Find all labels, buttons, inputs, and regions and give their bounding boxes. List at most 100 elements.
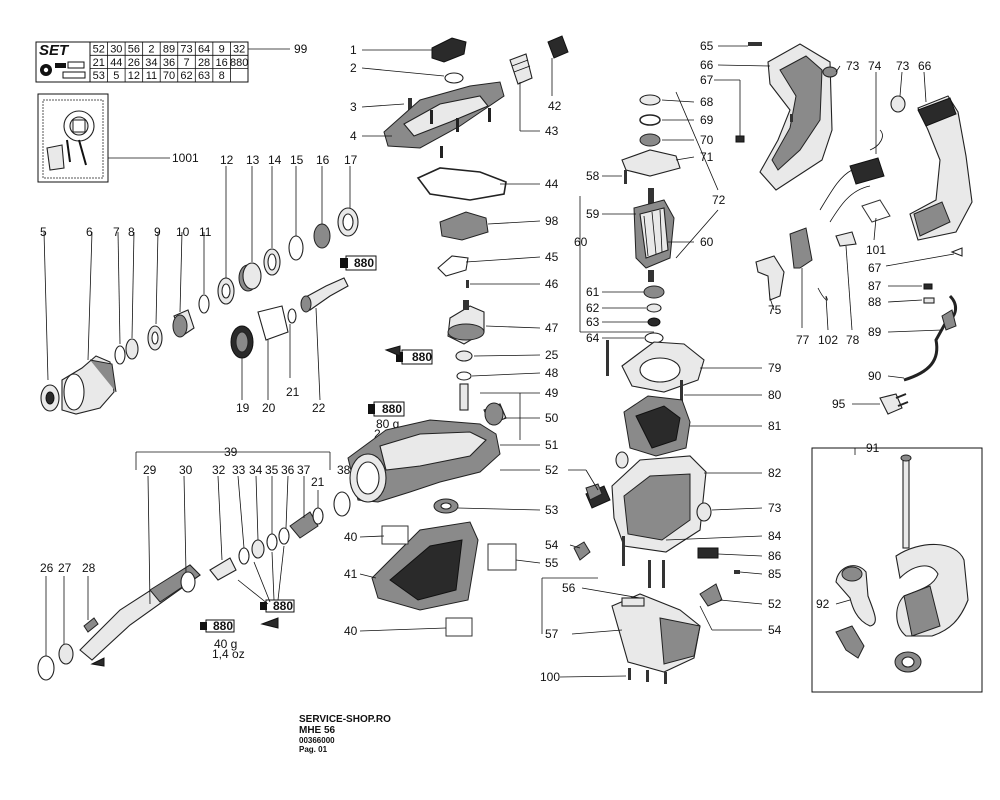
set-cell: 11 bbox=[146, 70, 157, 82]
part-label: 36 bbox=[281, 463, 295, 477]
grease-amount-40-oz: 1,4 oz bbox=[212, 647, 245, 661]
part-label: 19 bbox=[236, 401, 250, 415]
part-label: 69 bbox=[700, 113, 714, 127]
part-label: 48 bbox=[545, 366, 559, 380]
set-cell: 30 bbox=[110, 44, 122, 56]
part-label: 14 bbox=[268, 153, 282, 167]
gear-housing-assembly: 80 g 2,8 oz bbox=[347, 300, 517, 637]
part-label: 2 bbox=[350, 61, 357, 75]
part-label: 65 bbox=[700, 39, 714, 53]
part-label: 82 bbox=[768, 466, 782, 480]
part-label: 11 bbox=[199, 225, 212, 239]
part-label: 1 bbox=[350, 43, 357, 57]
part-label: 41 bbox=[344, 567, 358, 581]
part-label: 56 bbox=[562, 581, 576, 595]
part-label: 88 bbox=[868, 295, 882, 309]
part-label: 45 bbox=[545, 250, 559, 264]
set-cell: 64 bbox=[198, 44, 210, 56]
footer-model: MHE 56 bbox=[299, 725, 336, 736]
part-label: 49 bbox=[545, 386, 559, 400]
footer-block: SERVICE-SHOP.RO MHE 56 00366000 Pag. 01 bbox=[299, 714, 391, 754]
part-label: 10 bbox=[176, 225, 190, 239]
part-label: 58 bbox=[586, 169, 600, 183]
part-label: 28 bbox=[82, 561, 96, 575]
part-label: 30 bbox=[179, 463, 193, 477]
part-label: 6 bbox=[86, 225, 93, 239]
part-label: 52 bbox=[545, 463, 559, 477]
leader-lines bbox=[43, 45, 955, 678]
motor-assembly bbox=[573, 42, 762, 684]
part-label: 9 bbox=[154, 225, 161, 239]
part-label: 29 bbox=[143, 463, 157, 477]
part-label: 35 bbox=[265, 463, 279, 477]
set-icon bbox=[40, 61, 86, 79]
part-label: 73 bbox=[768, 501, 782, 515]
grease-tube-label: 880 bbox=[273, 599, 293, 613]
part-label: 43 bbox=[545, 124, 559, 138]
part-label: 40 bbox=[344, 624, 358, 638]
set-cell: 89 bbox=[163, 44, 175, 56]
part-label: 67 bbox=[868, 261, 882, 275]
set-cell: 56 bbox=[128, 44, 140, 56]
set-cell: 28 bbox=[198, 57, 210, 69]
part-label: 37 bbox=[297, 463, 311, 477]
grease-tube-label: 880 bbox=[382, 402, 402, 416]
set-cell: 5 bbox=[113, 70, 119, 82]
chuck-assembly bbox=[40, 207, 377, 415]
part-label: 27 bbox=[58, 561, 72, 575]
set-cell: 73 bbox=[180, 44, 192, 56]
part-label: 87 bbox=[868, 279, 882, 293]
cover-assembly bbox=[383, 35, 569, 288]
part-label: 42 bbox=[548, 99, 562, 113]
part-label: 89 bbox=[868, 325, 882, 339]
part-label: 32 bbox=[212, 463, 226, 477]
part-number-labels: 1234424344984546472548495051525340415540… bbox=[40, 39, 932, 684]
part-label: 95 bbox=[832, 397, 846, 411]
part-label: 51 bbox=[545, 438, 559, 452]
set-cell: 53 bbox=[93, 70, 105, 82]
set-cell: 16 bbox=[216, 57, 228, 69]
part-label: 66 bbox=[700, 58, 714, 72]
set-cell: 21 bbox=[93, 57, 105, 69]
part-label: 40 bbox=[344, 530, 358, 544]
grease-tube-label: 880 bbox=[213, 619, 233, 633]
grease-tube-label: 880 bbox=[354, 256, 374, 270]
part-label: 59 bbox=[586, 207, 600, 221]
part-label: 26 bbox=[40, 561, 54, 575]
part-label: 25 bbox=[545, 348, 559, 362]
set-cell: 9 bbox=[219, 44, 225, 56]
part-label: 73 bbox=[896, 59, 910, 73]
part-label: 86 bbox=[768, 549, 782, 563]
part-label: 75 bbox=[768, 303, 782, 317]
part-label: 22 bbox=[312, 401, 326, 415]
part-label: 72 bbox=[712, 193, 726, 207]
set-cell: 34 bbox=[145, 57, 157, 69]
part-label: 17 bbox=[344, 153, 358, 167]
set-cell: 8 bbox=[219, 70, 225, 82]
part-label: 73 bbox=[846, 59, 860, 73]
part-label: 79 bbox=[768, 361, 782, 375]
set-cell: 62 bbox=[180, 70, 192, 82]
part-label: 64 bbox=[586, 331, 600, 345]
part-label: 50 bbox=[545, 411, 559, 425]
grease-amount-80: 80 g bbox=[376, 417, 399, 431]
part-label: 34 bbox=[249, 463, 263, 477]
part-label: 80 bbox=[768, 388, 782, 402]
part-label: 85 bbox=[768, 567, 782, 581]
set-cell: 7 bbox=[183, 57, 189, 69]
part-label: 77 bbox=[796, 333, 810, 347]
part-label: 38 bbox=[337, 463, 351, 477]
part-label: 47 bbox=[545, 321, 559, 335]
part-label: 63 bbox=[586, 315, 600, 329]
side-handle-group-box bbox=[811, 447, 983, 693]
part-label: 102 bbox=[818, 333, 838, 347]
part-label: 68 bbox=[700, 95, 714, 109]
part-label: 52 bbox=[768, 597, 782, 611]
footer-shop: SERVICE-SHOP.RO bbox=[299, 714, 391, 725]
part-label: 70 bbox=[700, 133, 714, 147]
part-label: 3 bbox=[350, 100, 357, 114]
part-label: 71 bbox=[700, 150, 714, 164]
set-cell: 12 bbox=[128, 70, 140, 82]
